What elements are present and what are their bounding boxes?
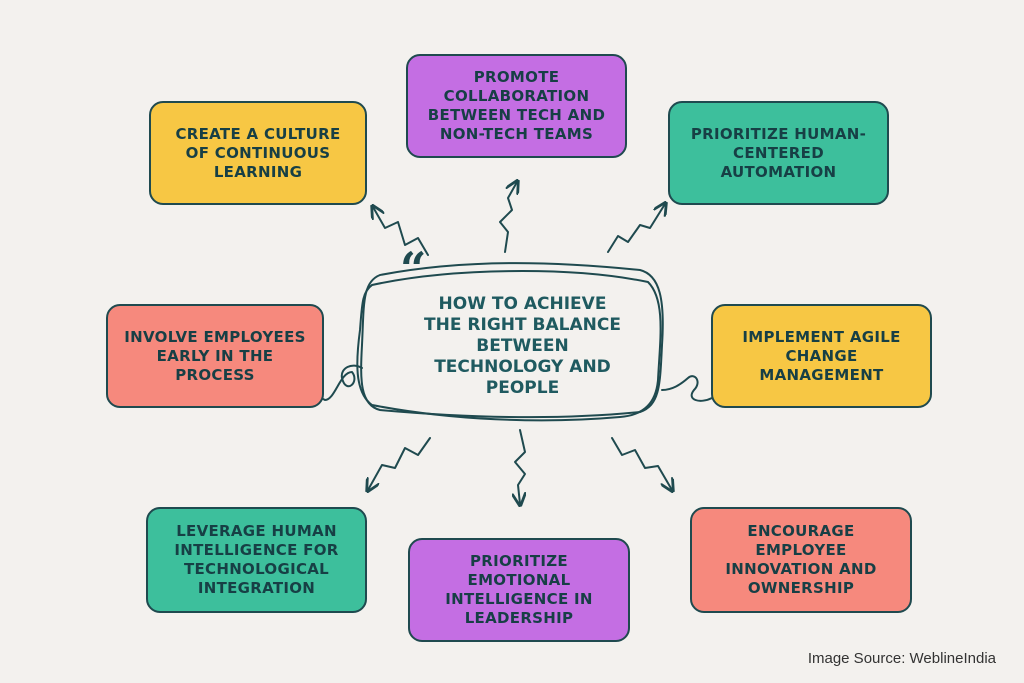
node-leverage-label: LEVERAGE HUMAN INTELLIGENCE FOR TECHNOLO…	[174, 522, 339, 597]
arrow-collaboration	[499, 182, 517, 253]
node-involve: INVOLVE EMPLOYEES EARLY IN THE PROCESS	[106, 304, 324, 408]
node-involve-label: INVOLVE EMPLOYEES EARLY IN THE PROCESS	[124, 327, 306, 384]
arrow-automation	[607, 204, 665, 253]
node-innovation: ENCOURAGE EMPLOYEE INNOVATION AND OWNERS…	[690, 507, 912, 613]
arrow-culture	[373, 207, 429, 256]
node-collaboration-label: PROMOTE COLLABORATION BETWEEN TECH AND N…	[427, 68, 606, 143]
arrow-innovation	[611, 437, 672, 490]
quote-icon: “	[400, 242, 427, 296]
center-title: HOW TO ACHIEVE THE RIGHT BALANCE BETWEEN…	[405, 286, 640, 406]
center-title-text: HOW TO ACHIEVE THE RIGHT BALANCE BETWEEN…	[424, 293, 621, 398]
image-source-caption: Image Source: WeblineIndia	[807, 650, 996, 667]
arrow-emotional	[515, 429, 525, 504]
center-frame-stroke-2	[356, 270, 662, 422]
node-emotional-label: PRIORITIZE EMOTIONAL INTELLIGENCE IN LEA…	[445, 552, 593, 627]
node-agile: IMPLEMENT AGILE CHANGE MANAGEMENT	[711, 304, 932, 408]
node-automation-label: PRIORITIZE HUMAN- CENTERED AUTOMATION	[690, 124, 867, 181]
node-culture-label: CREATE A CULTURE OF CONTINUOUS LEARNING	[175, 124, 341, 181]
arrow-involve	[310, 364, 363, 400]
arrow-leverage	[368, 437, 431, 490]
arrow-agile	[661, 375, 728, 402]
node-automation: PRIORITIZE HUMAN- CENTERED AUTOMATION	[668, 101, 889, 205]
node-leverage: LEVERAGE HUMAN INTELLIGENCE FOR TECHNOLO…	[146, 507, 367, 613]
node-emotional: PRIORITIZE EMOTIONAL INTELLIGENCE IN LEA…	[408, 538, 630, 642]
node-agile-label: IMPLEMENT AGILE CHANGE MANAGEMENT	[742, 327, 901, 384]
node-innovation-label: ENCOURAGE EMPLOYEE INNOVATION AND OWNERS…	[725, 522, 877, 597]
node-culture: CREATE A CULTURE OF CONTINUOUS LEARNING	[149, 101, 367, 205]
node-collaboration: PROMOTE COLLABORATION BETWEEN TECH AND N…	[406, 54, 627, 158]
